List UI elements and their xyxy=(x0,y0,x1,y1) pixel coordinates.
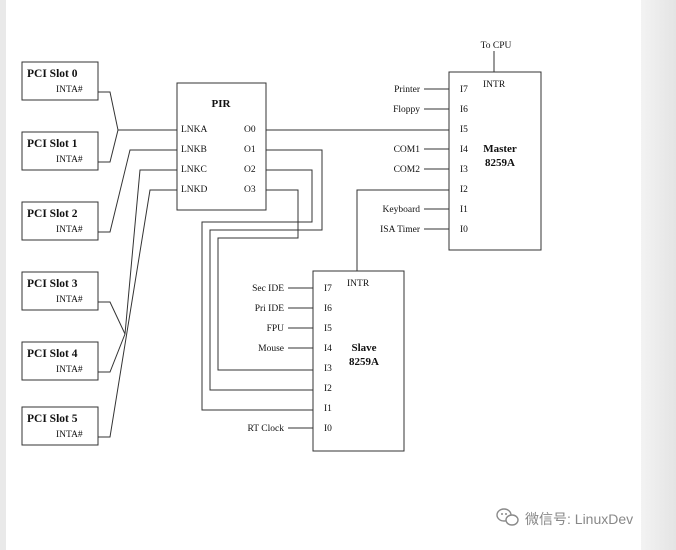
pci-slot-2: PCI Slot 2 INTA# xyxy=(21,201,99,241)
to-cpu-label: To CPU xyxy=(481,41,512,51)
pci-slot-title: PCI Slot 0 xyxy=(27,68,78,80)
slave-source-fpu: FPU xyxy=(267,324,285,334)
slave-subtitle: 8259A xyxy=(349,356,379,368)
wire-o2-slave-i1 xyxy=(201,169,313,411)
master-pin-i3: I3 xyxy=(460,165,468,175)
slave-pin-i0: I0 xyxy=(324,424,332,434)
slave-pin-i3: I3 xyxy=(324,364,332,374)
slave-intr-label: INTR xyxy=(347,279,370,289)
master-intr-label: INTR xyxy=(483,80,506,90)
master-pin-i5: I5 xyxy=(460,125,468,135)
slave-pin-i2: I2 xyxy=(324,384,332,394)
wire-slot1-lnka xyxy=(98,129,119,163)
pir-input-lnkd: LNKD xyxy=(181,185,208,195)
slave-8259a: INTR Slave 8259A I7 I6 I5 I4 I3 I2 I1 I0 xyxy=(312,270,405,452)
pci-slot-pin: INTA# xyxy=(56,85,83,95)
pci-slot-3: PCI Slot 3 INTA# xyxy=(21,271,99,311)
wire-o1-slave-i2 xyxy=(209,149,323,391)
pir-input-lnkb: LNKB xyxy=(181,145,207,155)
master-pin-i7: I7 xyxy=(460,85,468,95)
pci-slot-title: PCI Slot 3 xyxy=(27,278,78,290)
slave-source-rt-clock: RT Clock xyxy=(248,424,285,434)
master-subtitle: 8259A xyxy=(485,157,515,169)
master-source-keyboard: Keyboard xyxy=(383,205,421,215)
watermark-text: 微信号: LinuxDev xyxy=(525,511,633,527)
pci-slot-title: PCI Slot 2 xyxy=(27,208,78,220)
pci-slot-title: PCI Slot 1 xyxy=(27,138,78,150)
wechat-icon xyxy=(496,508,519,526)
wire-slot0-lnka xyxy=(98,91,177,131)
master-pin-i0: I0 xyxy=(460,225,468,235)
slave-pin-i5: I5 xyxy=(324,324,332,334)
master-source-isa-timer: ISA Timer xyxy=(380,225,421,235)
wire-slave-intr-master-i2 xyxy=(356,189,449,271)
pci-slot-pin: INTA# xyxy=(56,155,83,165)
master-source-com1: COM1 xyxy=(394,145,421,155)
slave-pin-i7: I7 xyxy=(324,284,332,294)
slave-source-pri-ide: Pri IDE xyxy=(255,304,284,314)
pci-slot-0: PCI Slot 0 INTA# xyxy=(21,61,99,101)
master-source-floppy: Floppy xyxy=(393,105,420,115)
master-pin-i4: I4 xyxy=(460,145,468,155)
master-pin-i6: I6 xyxy=(460,105,468,115)
pci-slot-title: PCI Slot 5 xyxy=(27,413,78,425)
wire-slot4-lnkc xyxy=(98,169,177,373)
wire-slot5-lnkd xyxy=(98,189,177,438)
pci-slot-pin: INTA# xyxy=(56,430,83,440)
pir-router: PIR LNKA LNKB LNKC LNKD O0 O1 O2 O3 xyxy=(176,82,267,211)
slave-source-mouse: Mouse xyxy=(258,344,284,354)
pir-output-o0: O0 xyxy=(244,125,256,135)
master-source-com2: COM2 xyxy=(394,165,421,175)
right-border xyxy=(641,0,676,550)
pir-output-o1: O1 xyxy=(244,145,256,155)
wire-slot3-junction xyxy=(98,301,126,335)
pci-slot-title: PCI Slot 4 xyxy=(27,348,78,360)
slave-pin-i1: I1 xyxy=(324,404,332,414)
pci-slot-5: PCI Slot 5 INTA# xyxy=(21,406,99,446)
slave-pin-i4: I4 xyxy=(324,344,332,354)
pir-input-lnkc: LNKC xyxy=(181,165,207,175)
wire-o3-slave-i3 xyxy=(217,189,313,371)
slave-title: Slave xyxy=(351,342,376,354)
pci-slot-4: PCI Slot 4 INTA# xyxy=(21,341,99,381)
wire-slot2-lnkb xyxy=(98,149,177,233)
watermark: 微信号: LinuxDev xyxy=(496,508,633,527)
left-border xyxy=(0,0,6,550)
pir-output-o2: O2 xyxy=(244,165,256,175)
pir-input-lnka: LNKA xyxy=(181,125,208,135)
master-title: Master xyxy=(483,143,517,155)
slave-pin-i6: I6 xyxy=(324,304,332,314)
master-pin-i2: I2 xyxy=(460,185,468,195)
master-pin-i1: I1 xyxy=(460,205,468,215)
pci-slot-1: PCI Slot 1 INTA# xyxy=(21,131,99,171)
master-source-printer: Printer xyxy=(394,85,421,95)
pci-slot-pin: INTA# xyxy=(56,365,83,375)
master-8259a: INTR Master 8259A I7 I6 I5 I4 I3 I2 I1 I… xyxy=(448,71,542,251)
slave-source-sec-ide: Sec IDE xyxy=(252,284,284,294)
pci-slot-pin: INTA# xyxy=(56,225,83,235)
pir-title: PIR xyxy=(212,98,232,110)
pir-output-o3: O3 xyxy=(244,185,256,195)
pci-slot-pin: INTA# xyxy=(56,295,83,305)
